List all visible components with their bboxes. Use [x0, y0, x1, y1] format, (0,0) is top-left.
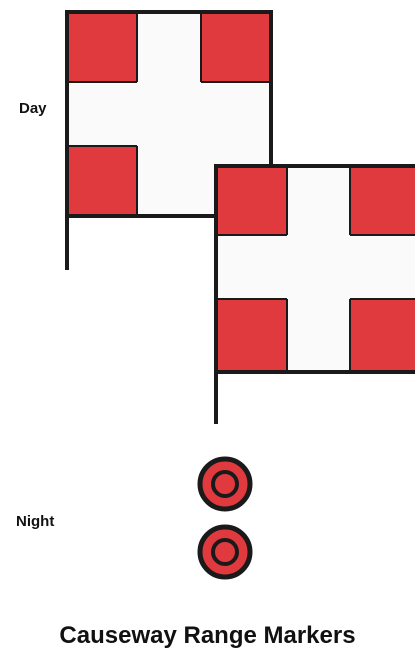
rear-marker-square-bottom-left	[218, 299, 287, 370]
night-light-upper-inner	[213, 472, 237, 496]
front-marker-square-top-right	[201, 14, 269, 82]
rear-marker-square-top-right	[350, 168, 415, 235]
rear-marker-square-top-left	[218, 168, 287, 235]
front-marker-square-bottom-left	[69, 146, 137, 214]
rear-day-marker	[216, 166, 415, 424]
diagram-title: Causeway Range Markers	[0, 622, 415, 650]
night-label: Night	[16, 513, 54, 530]
night-light-lower	[200, 527, 250, 577]
day-label: Day	[19, 100, 47, 117]
rear-marker-square-bottom-right	[350, 299, 415, 370]
front-marker-square-top-left	[69, 14, 137, 82]
night-light-lower-inner	[213, 540, 237, 564]
night-light-upper	[200, 459, 250, 509]
